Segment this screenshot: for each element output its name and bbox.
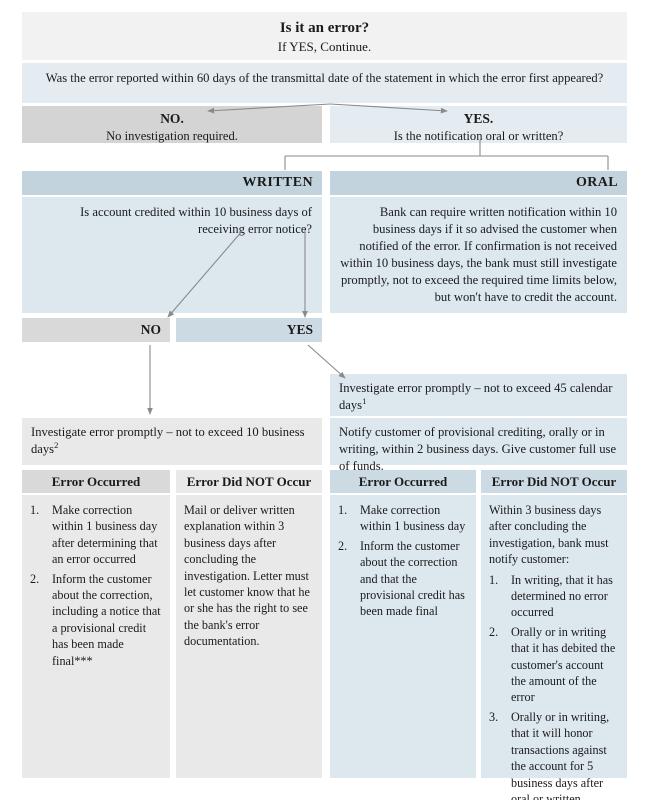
col-4-item-1: In writing, that it has determined no er… [511,572,613,620]
oral-body-box: Bank can require written notification wi… [330,197,627,313]
oral-header: ORAL [330,171,627,195]
notify-provisional-text: Notify customer of provisional crediting… [339,425,617,474]
col-body-3: Make correction within 1 business day In… [330,495,476,778]
investigate-45-text: Investigate error promptly – not to exce… [339,381,613,413]
branch-yes-detail: Is the notification oral or written? [393,129,564,143]
investigate-10-text: Investigate error promptly – not to exce… [31,425,305,457]
oral-body-text: Bank can require written notification wi… [340,205,617,304]
col-header-3-label: Error Occurred [358,474,448,489]
investigate-45-box: Investigate error promptly – not to exce… [330,374,627,416]
written-no-label: NO [140,322,161,337]
list-item: In writing, that it has determined no er… [489,572,619,621]
written-no-box: NO [22,318,170,342]
branch-no-detail: No investigation required. [106,129,238,143]
question-text: Was the error reported within 60 days of… [45,71,604,85]
title-box: Is it an error? If YES, Continue. [22,12,627,60]
col-1-item-1: Make correction within 1 business day af… [52,503,158,567]
list-item: Make correction within 1 business day af… [30,502,162,568]
col-4-item-2: Orally or in writing that it has debited… [511,624,616,705]
col-3-item-2: Inform the customer about the correction… [360,538,465,619]
investigate-10-box: Investigate error promptly – not to exce… [22,418,322,465]
oral-header-label: ORAL [575,175,618,190]
list-item: Inform the customer about the correction… [30,571,162,669]
col-4-item-3: Orally or in writing, that it will honor… [511,709,610,800]
list-item: Orally or in writing, that it will honor… [489,709,619,800]
list-item: Inform the customer about the correction… [338,538,468,620]
col-header-1-label: Error Occurred [51,474,141,489]
col-3-item-1: Make correction within 1 business day [360,503,466,534]
branch-no-label: NO. [160,111,184,126]
col-body-4: Within 3 business days after concluding … [481,495,627,800]
page-title: Is it an error? [279,20,370,36]
footnote-marker-1: 1 [362,396,367,407]
written-header: WRITTEN [22,171,322,195]
written-yes-box: YES [176,318,322,342]
col-4-intro: Within 3 business days after concluding … [489,503,609,567]
col-1-item-2: Inform the customer about the correction… [52,571,161,668]
col-header-2-label: Error Did NOT Occur [186,474,312,489]
page-subtitle: If YES, Continue. [277,39,372,54]
col-header-3: Error Occurred [330,470,476,493]
written-header-label: WRITTEN [242,175,313,190]
branch-no-box: NO. No investigation required. [22,106,322,143]
question-box-60-days: Was the error reported within 60 days of… [22,63,627,103]
col-1-list: Make correction within 1 business day af… [30,502,162,669]
written-yes-label: YES [286,322,313,337]
col-3-list: Make correction within 1 business day In… [338,502,468,620]
col-header-1: Error Occurred [22,470,170,493]
branch-yes-label: YES. [463,111,494,126]
written-question-box: Is account credited within 10 business d… [22,197,322,313]
col-body-2: Mail or deliver written explanation with… [176,495,322,778]
notify-provisional-box: Notify customer of provisional crediting… [330,418,627,473]
footnote-marker-2: 2 [54,440,59,451]
col-header-4: Error Did NOT Occur [481,470,627,493]
col-2-paragraph: Mail or deliver written explanation with… [184,503,310,649]
branch-yes-box: YES. Is the notification oral or written… [330,106,627,143]
list-item: Orally or in writing that it has debited… [489,624,619,706]
col-header-2: Error Did NOT Occur [176,470,322,493]
written-question-text: Is account credited within 10 business d… [80,205,312,236]
list-item: Make correction within 1 business day [338,502,468,535]
col-header-4-label: Error Did NOT Occur [491,474,617,489]
col-4-list: In writing, that it has determined no er… [489,572,619,800]
col-body-1: Make correction within 1 business day af… [22,495,170,778]
